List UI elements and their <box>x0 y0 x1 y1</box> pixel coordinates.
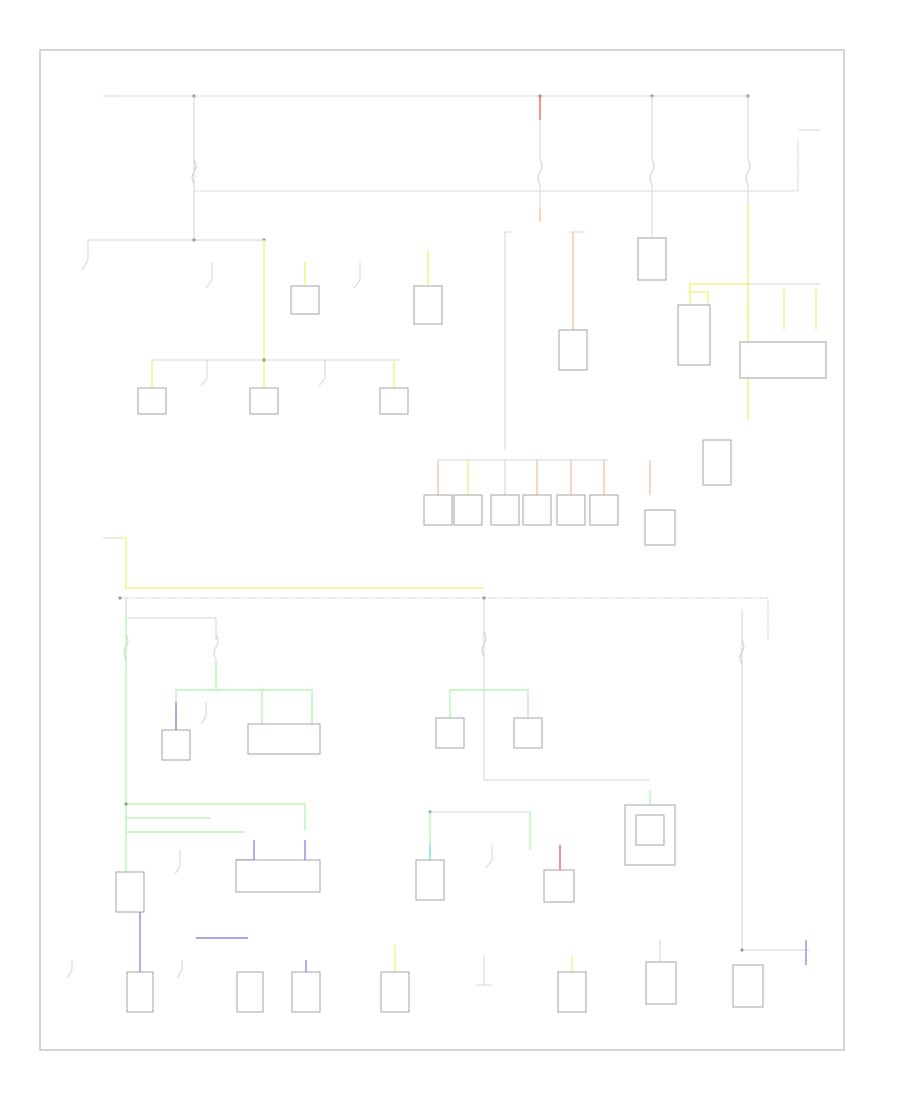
component-box <box>137 387 167 415</box>
component-box <box>644 509 676 546</box>
component-box <box>247 723 321 755</box>
component-box <box>415 859 445 901</box>
component-box <box>635 814 665 846</box>
fuse-symbol <box>191 159 197 185</box>
fuse-symbol <box>123 634 129 660</box>
junction <box>740 948 744 952</box>
component-box <box>235 859 321 893</box>
component-box <box>513 717 543 749</box>
switch-symbol <box>353 262 361 289</box>
component-box <box>637 237 667 281</box>
lower-bus-wire <box>120 597 769 640</box>
component-box <box>557 971 587 1013</box>
green-wire <box>450 689 529 718</box>
injector-box <box>589 494 619 526</box>
injector-box <box>522 494 552 526</box>
yellow-feed-wire <box>120 537 484 589</box>
component-box <box>413 285 443 325</box>
junction <box>118 596 122 600</box>
component-box <box>732 964 764 1008</box>
green-wire <box>175 660 217 730</box>
component-box <box>435 717 465 749</box>
switch-symbol <box>81 240 89 271</box>
fuse-symbol <box>745 159 751 185</box>
component-box <box>126 971 154 1013</box>
second-bus-wire <box>194 140 799 192</box>
component-box <box>645 961 677 1005</box>
component-box <box>249 387 279 415</box>
switch-symbol <box>205 262 213 289</box>
component-box <box>115 871 145 913</box>
blue-wire <box>236 840 255 861</box>
yellow-wire <box>690 291 709 305</box>
component-box <box>290 285 320 315</box>
switch-symbol <box>66 960 73 979</box>
switch-symbol <box>318 360 326 387</box>
component-box <box>161 729 191 761</box>
switch-symbol <box>200 702 207 725</box>
component-box <box>380 971 410 1013</box>
wire <box>125 598 216 619</box>
switch-symbol <box>485 845 493 869</box>
component-box <box>739 341 827 379</box>
green-wire <box>216 689 313 724</box>
junction <box>262 358 266 362</box>
fuse-symbol <box>537 159 543 185</box>
injector-box <box>423 494 453 526</box>
yellow-wire <box>689 283 748 305</box>
fuse-symbol <box>649 159 655 185</box>
injector-box <box>453 494 483 526</box>
injector-box <box>490 494 520 526</box>
fuse-symbol <box>481 631 487 657</box>
switch-symbol <box>176 960 183 979</box>
component-box <box>677 304 711 366</box>
component-box <box>558 329 588 371</box>
diagram-frame <box>39 49 845 1051</box>
fuse-symbol <box>213 634 219 660</box>
component-box <box>236 971 264 1013</box>
junction <box>192 238 196 242</box>
component-box <box>379 387 409 415</box>
injector-box <box>556 494 586 526</box>
green-wire <box>126 803 306 830</box>
switch-symbol <box>200 360 208 387</box>
fuse-symbol <box>739 639 745 665</box>
switch-symbol <box>174 850 181 875</box>
component-box <box>702 439 732 486</box>
junction <box>124 802 128 806</box>
component-box <box>291 971 321 1013</box>
component-box <box>543 869 575 903</box>
